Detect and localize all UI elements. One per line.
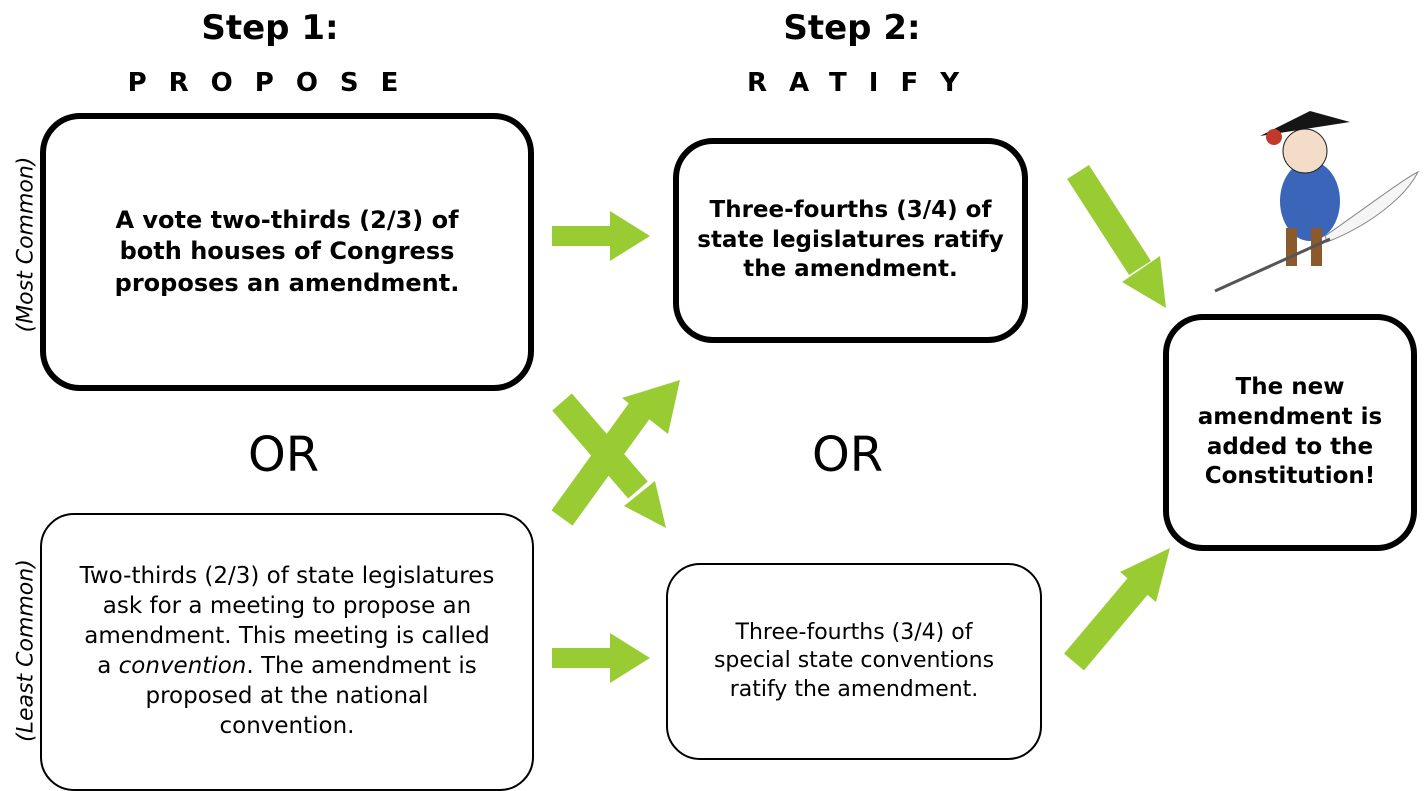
step1-subtitle: PROPOSE: [127, 68, 421, 98]
arrow-convention-to-conventions: [552, 633, 650, 683]
or-label-propose: OR: [248, 427, 320, 483]
ratify-conventions-box: Three-fourths (3/4) of special state con…: [666, 563, 1042, 760]
arrow-legislatures-to-result: [1067, 164, 1166, 308]
result-text: The new amendment is added to the Consti…: [1197, 373, 1383, 490]
propose-congress-box: A vote two-thirds (2/3) of both houses o…: [40, 113, 534, 391]
arrow-convention-to-legislatures: [551, 380, 680, 526]
propose-congress-text: A vote two-thirds (2/3) of both houses o…: [114, 206, 460, 297]
convention-emphasis: convention: [118, 653, 247, 679]
ratify-legislatures-box: Three-fourths (3/4) of state legislature…: [673, 138, 1028, 343]
quill-mascot-icon: [1214, 111, 1420, 293]
step2-title: Step 2:: [783, 8, 921, 48]
result-box: The new amendment is added to the Consti…: [1163, 314, 1417, 551]
propose-convention-text: Two-thirds (2/3) of state legislatures a…: [79, 563, 495, 739]
or-label-ratify: OR: [812, 427, 884, 483]
propose-convention-box: Two-thirds (2/3) of state legislatures a…: [40, 513, 534, 791]
ratify-conventions-text: Three-fourths (3/4) of special state con…: [713, 619, 995, 702]
step2-subtitle: RATIFY: [746, 68, 982, 98]
step1-title: Step 1:: [201, 8, 339, 48]
arrow-conventions-to-result: [1064, 548, 1170, 671]
arrow-congress-to-legislatures: [552, 211, 650, 261]
ratify-legislatures-text: Three-fourths (3/4) of state legislature…: [697, 196, 1004, 283]
